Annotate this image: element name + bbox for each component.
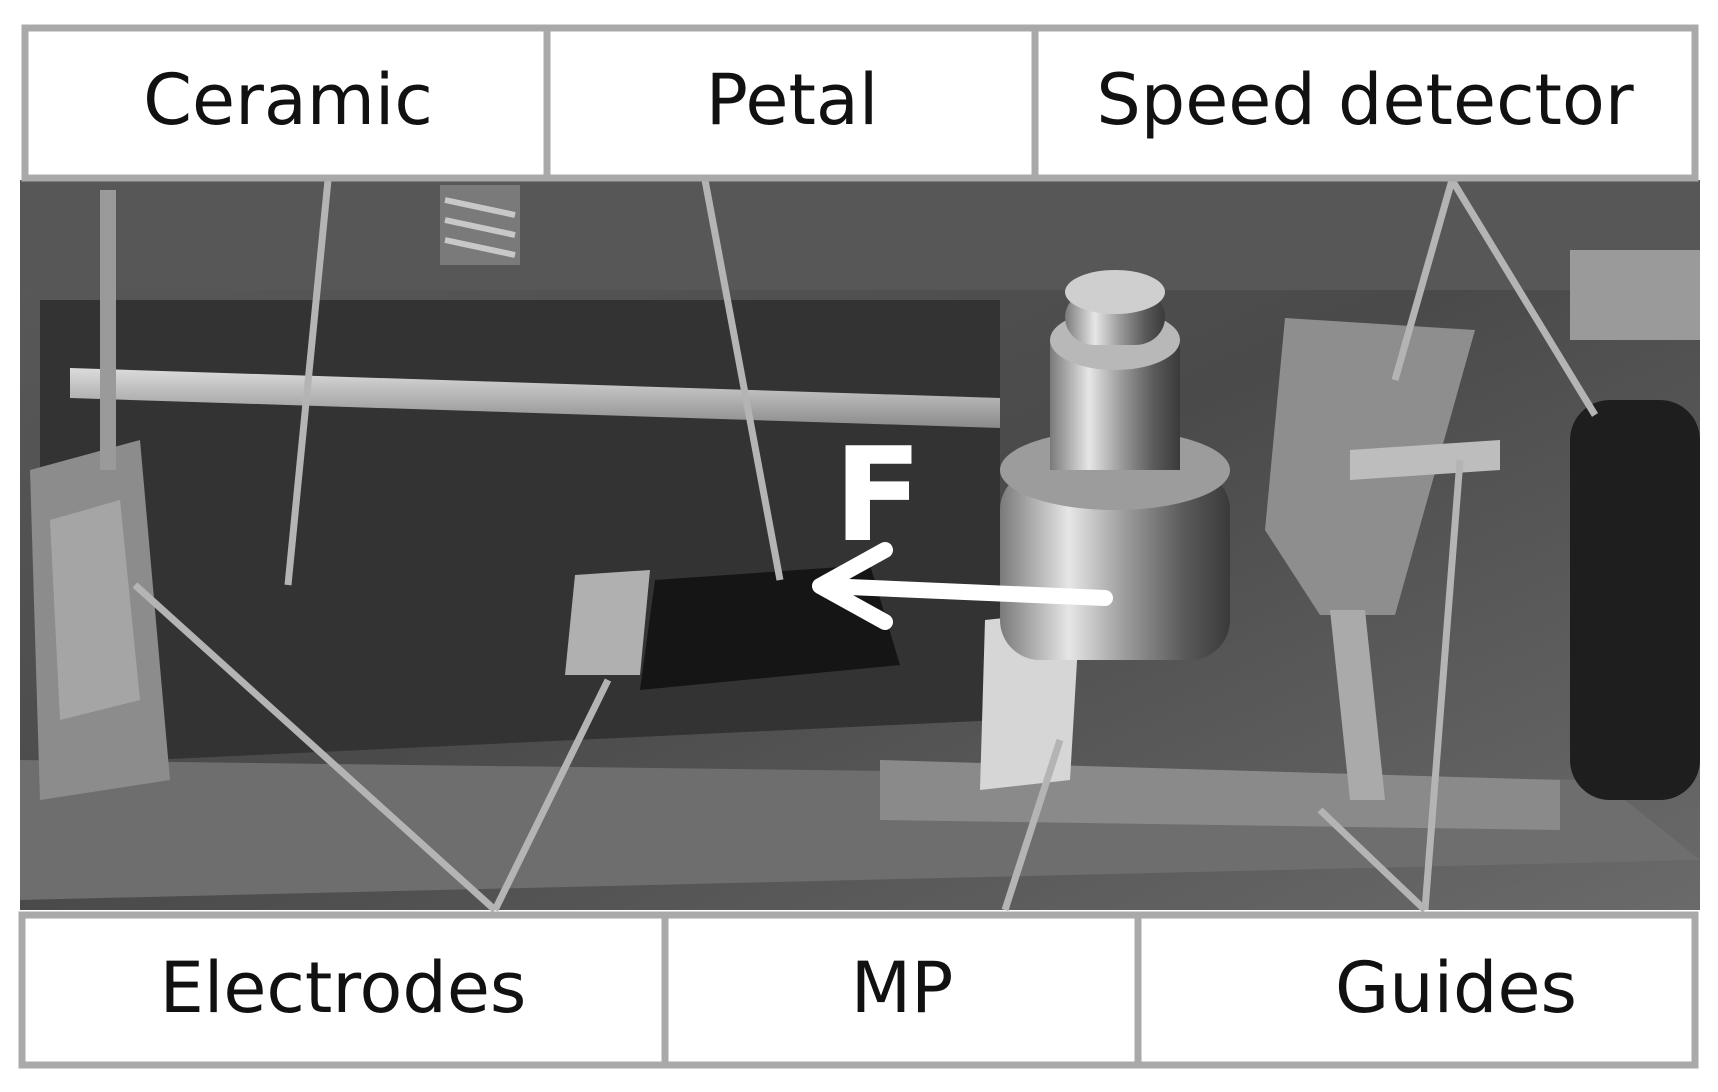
leader-guides-2 bbox=[1317, 807, 1428, 913]
leader-mp bbox=[1001, 738, 1064, 912]
leader-electrodes-2 bbox=[491, 678, 612, 912]
petal-electrode bbox=[565, 570, 650, 675]
label-speed-detector: Speed detector bbox=[1096, 59, 1633, 141]
leader-speed-detector-1 bbox=[1391, 179, 1456, 381]
label-guides: Guides bbox=[1335, 947, 1577, 1029]
leader-guides-1 bbox=[1421, 459, 1464, 911]
spring bbox=[440, 185, 520, 265]
right-housing bbox=[1570, 400, 1700, 800]
label-mp: MP bbox=[851, 947, 954, 1029]
label-electrodes: Electrodes bbox=[160, 947, 527, 1029]
label-ceramic: Ceramic bbox=[143, 59, 433, 141]
label-petal: Petal bbox=[706, 59, 879, 141]
bottom-labels: Electrodes MP Guides bbox=[18, 911, 1699, 1069]
force-arrow bbox=[812, 542, 1113, 630]
leader-lines bbox=[132, 178, 1598, 913]
rail bbox=[70, 368, 1000, 428]
weight bbox=[1000, 270, 1230, 660]
guide-rail bbox=[1330, 610, 1385, 800]
leader-petal bbox=[701, 179, 784, 581]
leader-ceramic bbox=[284, 179, 332, 586]
leader-electrodes-1 bbox=[132, 582, 498, 913]
leader-speed-detector-2 bbox=[1449, 178, 1598, 417]
top-labels: Ceramic Petal Speed detector bbox=[21, 24, 1699, 182]
